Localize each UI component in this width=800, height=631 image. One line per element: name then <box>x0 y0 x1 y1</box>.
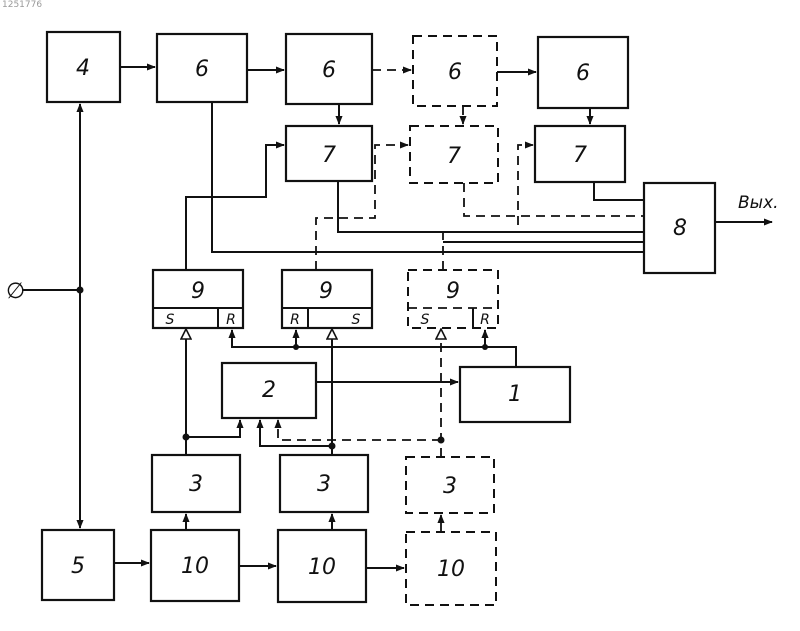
svg-text:7: 7 <box>573 143 587 168</box>
block-6-third-dashed: 6 <box>413 36 497 106</box>
block-9-first: 9 S R <box>153 270 243 328</box>
svg-text:3: 3 <box>189 472 203 497</box>
block-6-fourth: 6 <box>538 37 628 108</box>
block-9-third-dashed: 9 S R <box>408 270 498 328</box>
output-label: Вых. <box>738 193 779 213</box>
svg-text:6: 6 <box>322 58 336 83</box>
wire-3b-to-2 <box>260 420 332 446</box>
svg-text:1: 1 <box>508 382 522 407</box>
svg-text:6: 6 <box>448 60 462 85</box>
block-3-first: 3 <box>152 455 240 512</box>
svg-text:9: 9 <box>191 279 205 304</box>
svg-text:9: 9 <box>446 279 460 304</box>
svg-text:R: R <box>480 312 490 328</box>
reset-bus <box>232 330 516 367</box>
svg-text:4: 4 <box>76 56 90 81</box>
svg-text:2: 2 <box>262 378 276 403</box>
block-4: 4 <box>47 32 120 102</box>
block-3-third-dashed: 3 <box>406 457 494 513</box>
svg-text:7: 7 <box>322 143 336 168</box>
svg-text:9: 9 <box>319 279 333 304</box>
block-7-second-dashed: 7 <box>410 126 498 183</box>
block-1: 1 <box>460 367 570 422</box>
svg-text:S: S <box>352 312 361 328</box>
svg-text:8: 8 <box>673 216 687 241</box>
svg-text:3: 3 <box>443 474 457 499</box>
svg-text:6: 6 <box>195 57 209 82</box>
svg-text:10: 10 <box>437 557 465 582</box>
block-10-second: 10 <box>278 530 366 602</box>
wire-7c-to-8 <box>594 182 644 200</box>
svg-text:S: S <box>421 312 430 328</box>
wire-3c-to-2 <box>278 420 441 440</box>
svg-text:R: R <box>226 312 236 328</box>
block-6-first: 6 <box>157 34 247 102</box>
block-9-second: 9 R S <box>282 270 372 328</box>
svg-text:S: S <box>166 312 175 328</box>
svg-text:∅: ∅ <box>6 279 25 304</box>
wire-7a-to-8 <box>338 181 644 232</box>
block-7-first: 7 <box>286 126 372 181</box>
svg-text:10: 10 <box>181 554 209 579</box>
input-terminal: ∅ <box>6 279 84 304</box>
block-10-first: 10 <box>151 530 239 601</box>
wire-3a-to-2 <box>186 420 240 437</box>
block-2: 2 <box>222 363 316 418</box>
block-10-third-dashed: 10 <box>406 532 496 605</box>
block-3-second: 3 <box>280 455 368 512</box>
block-8: 8 <box>644 183 715 273</box>
svg-text:6: 6 <box>576 61 590 86</box>
svg-text:5: 5 <box>71 554 85 579</box>
svg-text:10: 10 <box>308 555 336 580</box>
block-5: 5 <box>42 530 114 600</box>
svg-text:7: 7 <box>447 144 461 169</box>
svg-text:3: 3 <box>317 472 331 497</box>
block-6-second: 6 <box>286 34 372 104</box>
block-7-third: 7 <box>535 126 625 182</box>
svg-text:R: R <box>290 312 300 328</box>
